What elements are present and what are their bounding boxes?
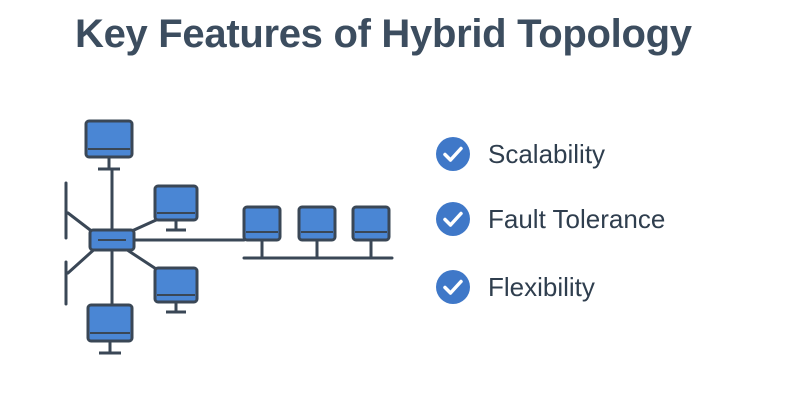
check-circle-icon (436, 137, 470, 171)
network-switch-icon (88, 228, 136, 252)
feature-label: Scalability (488, 138, 606, 169)
page-title: Key Features of Hybrid Topology (75, 12, 692, 56)
check-circle-icon (436, 202, 470, 236)
computer-icon (351, 205, 391, 242)
feature-label: Flexibility (488, 271, 595, 302)
computer-icon (297, 205, 337, 242)
hybrid-topology-diagram (64, 119, 394, 355)
computer-icon (84, 119, 134, 171)
feature-item: Flexibility (430, 265, 595, 309)
computer-icon (242, 205, 282, 242)
feature-list: Scalability Fault Tolerance Flexibility (430, 0, 790, 400)
feature-label: Fault Tolerance (488, 203, 666, 234)
feature-item: Fault Tolerance (430, 197, 665, 241)
computer-icon (153, 266, 199, 314)
feature-item: Scalability (430, 132, 605, 176)
computer-icon (86, 303, 134, 355)
check-circle-icon (436, 270, 470, 304)
computer-icon (153, 184, 199, 232)
